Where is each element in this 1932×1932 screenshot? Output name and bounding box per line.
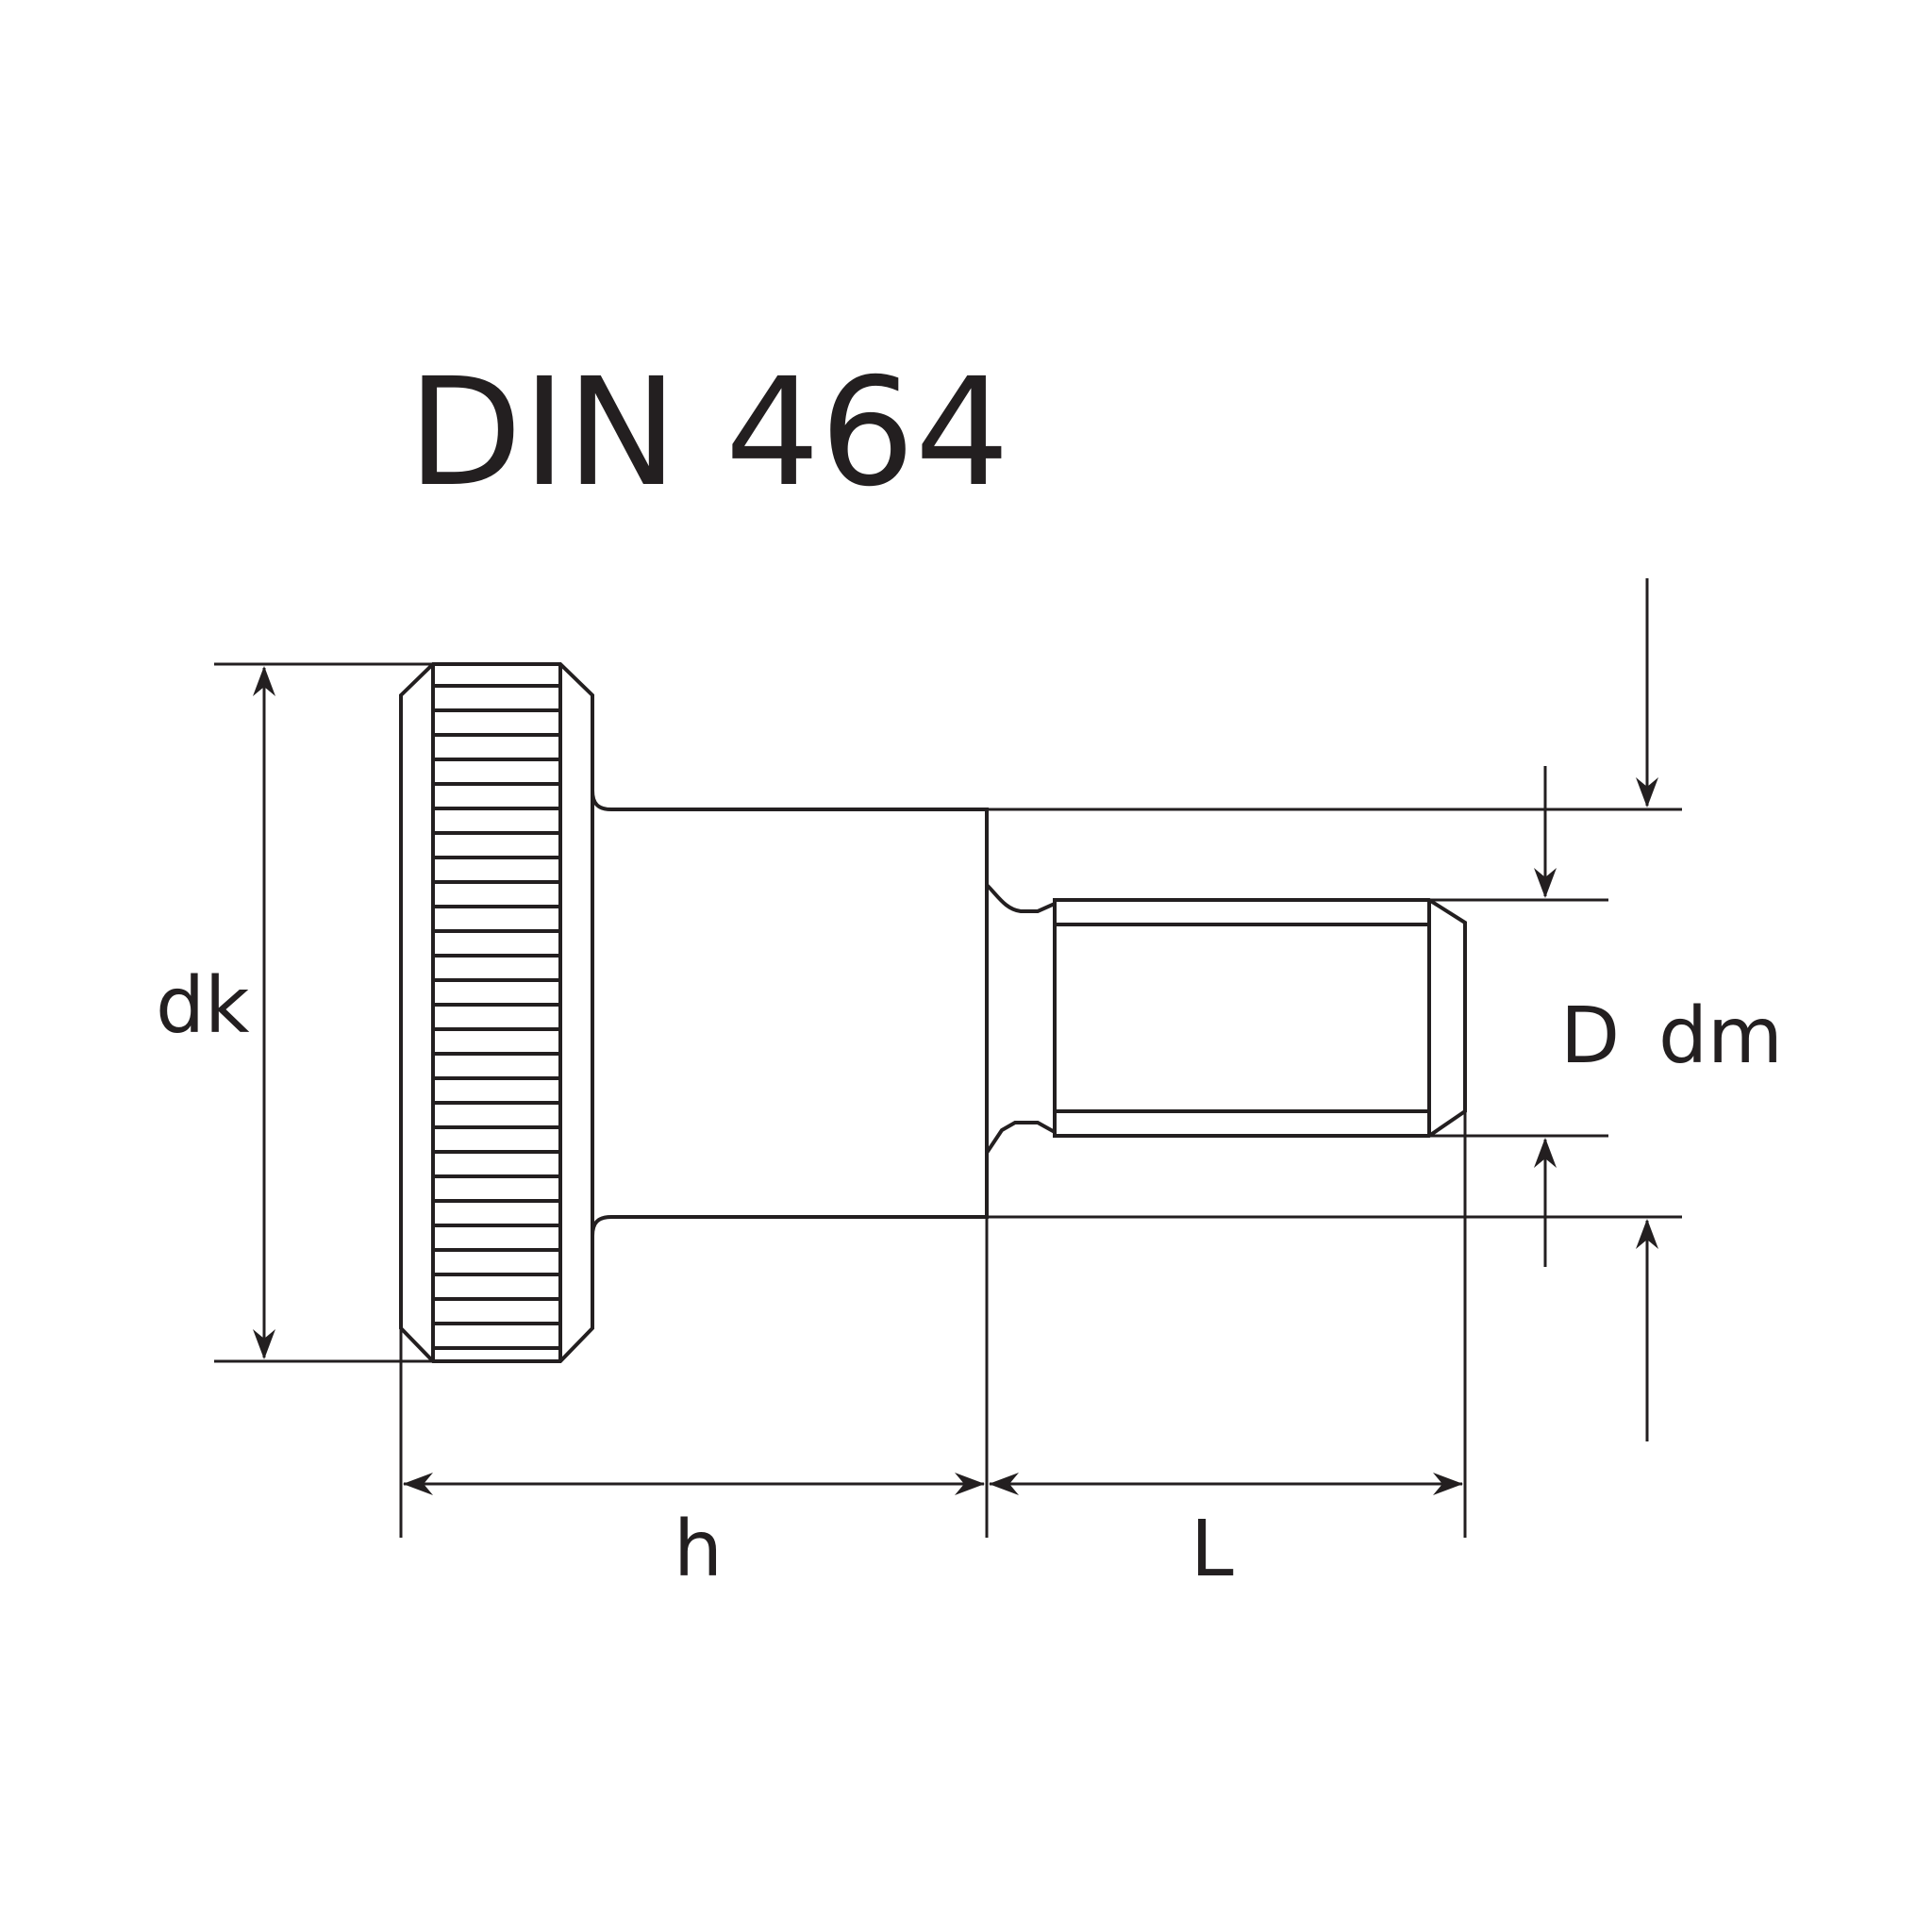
arrow-L-right [1433,1473,1463,1495]
label-D: D [1560,991,1620,1081]
label-h: h [674,1505,723,1594]
dimension-D: D [1534,766,1620,1267]
arrow-L-left [989,1473,1019,1495]
arrow-dk-bottom [253,1329,275,1359]
knurled-head [399,662,594,1363]
extension-lines [214,662,1682,1538]
arrow-dk-top [253,666,275,696]
drawing-title: DIN 464 [408,346,1009,520]
arrow-D-bottom [1534,1138,1557,1168]
shank [591,790,989,1237]
dimension-L: L [989,1473,1463,1594]
knurl-lines [433,684,560,1350]
thread-outline [1053,898,1467,1138]
dimension-dk: dk [156,666,275,1359]
pin-neck-top [985,883,1057,913]
arrow-h-left [403,1473,433,1495]
threaded-pin [985,883,1467,1155]
arrow-dm-top [1636,777,1658,808]
pin-neck-bottom [985,1121,1057,1155]
dimension-h: h [403,1473,985,1594]
head-outline [399,662,594,1363]
arrow-dm-bottom [1636,1219,1658,1249]
label-dk: dk [156,961,250,1051]
label-L: L [1191,1505,1234,1594]
dimension-dm: dm [1636,578,1783,1441]
arrow-D-top [1534,868,1557,898]
label-dm: dm [1658,991,1783,1081]
arrow-h-right [955,1473,985,1495]
shank-outline [591,790,989,1237]
